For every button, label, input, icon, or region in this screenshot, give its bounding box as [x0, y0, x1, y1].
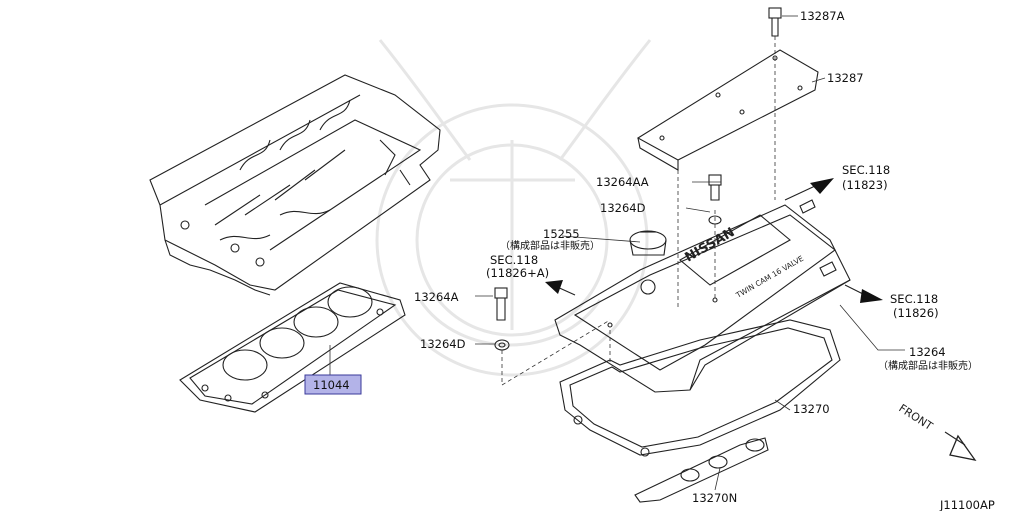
baffle-plate: [636, 49, 819, 171]
cover-brand-text: NISSAN: [683, 225, 738, 265]
label-13287: 13287: [827, 71, 864, 85]
bolt-13287a: [768, 7, 782, 37]
alignment-dashes: [501, 36, 776, 386]
label-13264a: 13264A: [414, 290, 459, 304]
label-sec118-top: SEC.118: [842, 163, 890, 177]
head-gasket: [179, 282, 406, 413]
label-sec118-right: SEC.118: [890, 292, 938, 306]
oil-filler-cap: [629, 230, 667, 256]
bolt-13264aa: [708, 174, 722, 225]
diagram-code: J11100AP: [939, 498, 995, 511]
label-13287a: 13287A: [800, 9, 845, 23]
label-15255-note: （構成部品は非販売）: [500, 239, 600, 252]
label-sec118-left-sub: (11826+A): [486, 266, 549, 280]
bolt-13264a: [494, 287, 508, 321]
label-sec118-top-sub: (11823): [842, 178, 888, 192]
front-label: FRONT: [896, 402, 935, 434]
label-11044[interactable]: 11044: [313, 378, 350, 392]
arrow-sec118-top: [784, 178, 834, 201]
rocker-cover: NISSAN TWIN CAM 16 VALVE: [554, 199, 851, 393]
label-13270n: 13270N: [692, 491, 737, 505]
cover-engine-text: TWIN CAM 16 VALVE: [734, 254, 806, 301]
arrow-sec118-right: [844, 284, 883, 303]
label-sec118-left: SEC.118: [490, 253, 538, 267]
rocker-cover-gasket: [559, 319, 841, 457]
plug-tube-seal: [634, 437, 769, 503]
label-13264d-left: 13264D: [420, 337, 466, 351]
label-13264: 13264: [909, 345, 946, 359]
leader-lines: [315, 15, 905, 491]
label-sec118-right-sub: (11826): [893, 306, 939, 320]
label-13270: 13270: [793, 402, 830, 416]
front-direction-indicator: FRONT: [896, 402, 977, 461]
label-13264-note: （構成部品は非販売）: [878, 359, 978, 372]
label-13264d-top: 13264D: [600, 201, 646, 215]
cylinder-head: [149, 74, 441, 296]
label-15255: 15255: [543, 227, 580, 241]
arrow-sec118-left: [545, 280, 576, 296]
label-13264aa: 13264AA: [596, 175, 649, 189]
highlight-11044: [304, 374, 362, 395]
